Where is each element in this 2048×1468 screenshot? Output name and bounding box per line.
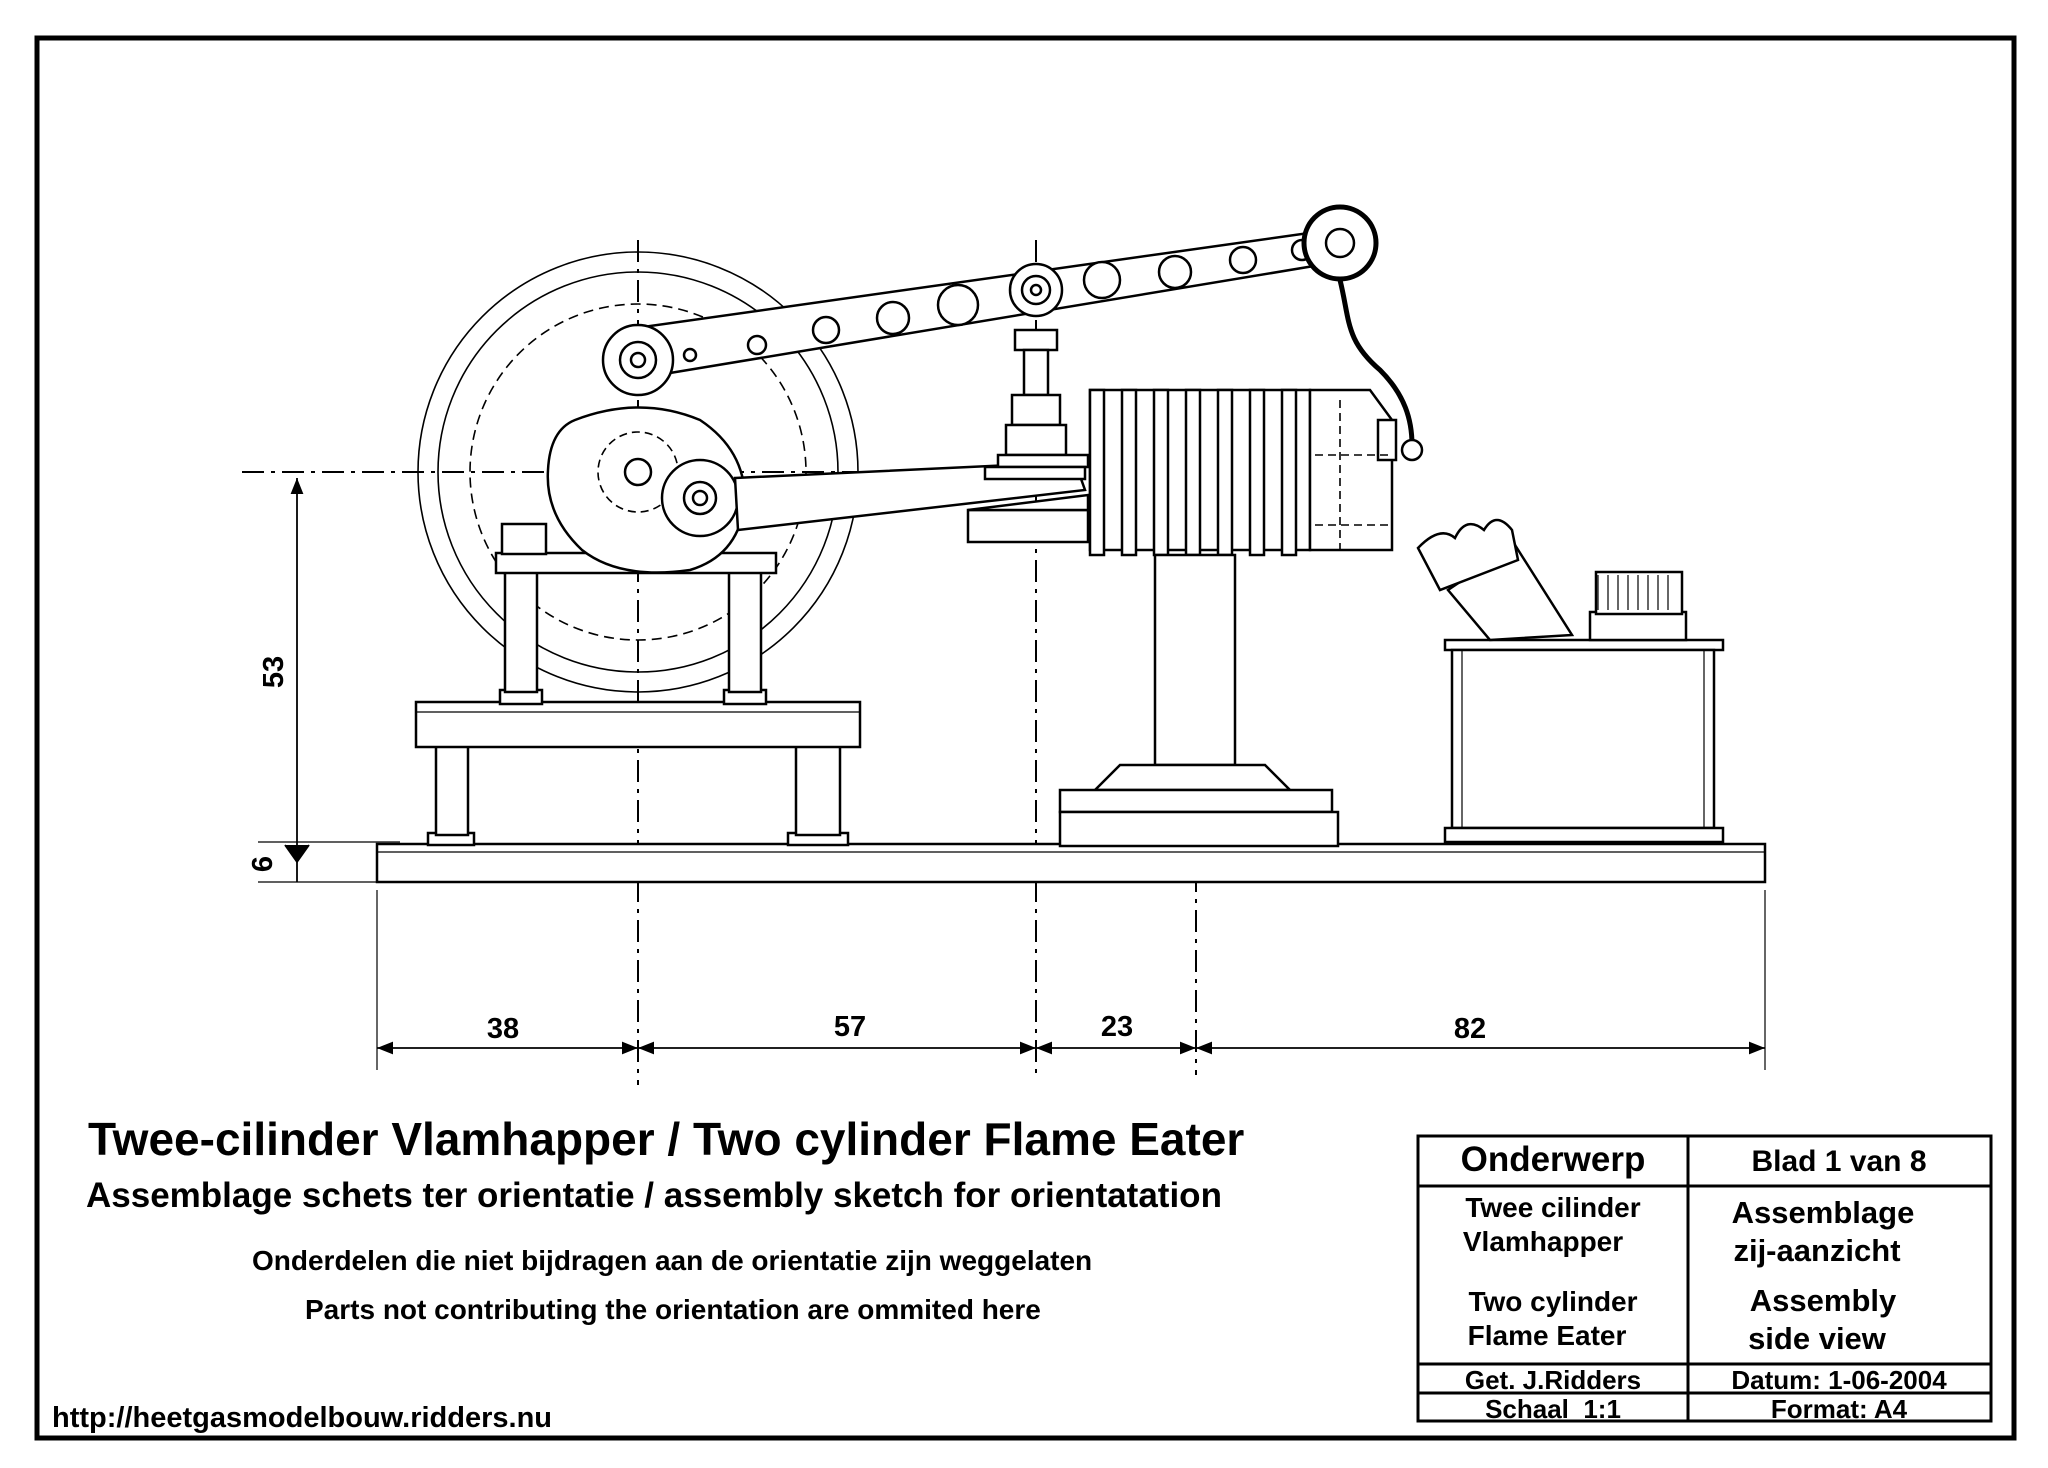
tb-drawn-by: Get. J.Ridders (1464, 1365, 1642, 1395)
drawing-title: Twee-cilinder Vlamhapper / Two cylinder … (88, 1113, 1245, 1165)
dim-height-main: 53 (258, 656, 290, 688)
tb-format: Format: A4 (1770, 1394, 1908, 1424)
sheet-border (34, 35, 2017, 1441)
walking-beam (601, 204, 1379, 397)
drawing-subtitle: Assemblage schets ter orientatie / assem… (86, 1176, 1222, 1215)
cylinder-stand (1058, 553, 1340, 848)
tb-date: Datum: 1-06-2004 (1731, 1365, 1947, 1395)
note-dutch: Onderdelen die niet bijdragen aan de ori… (252, 1245, 1093, 1276)
cylinder-fins (1088, 388, 1424, 557)
base-plate (375, 842, 1767, 884)
tb-view-en-2: side view (1748, 1321, 1886, 1356)
tb-view-en-1: Assembly (1749, 1283, 1897, 1318)
note-english: Parts not contributing the orientation a… (305, 1294, 1041, 1325)
dimension-lines (258, 478, 1766, 1070)
tb-name-nl-1: Twee cilinder (1465, 1192, 1641, 1223)
tb-name-en-2: Flame Eater (1467, 1320, 1627, 1351)
linkage (966, 328, 1090, 544)
burner (1416, 518, 1725, 844)
title-block (1416, 1134, 1993, 1423)
engine-platform (414, 700, 862, 847)
tb-subject-label: Onderwerp (1460, 1140, 1646, 1179)
crank-disc (546, 406, 747, 574)
push-rod (1337, 279, 1415, 446)
tb-sheet: Blad 1 van 8 (1751, 1145, 1927, 1178)
dim-height-base: 6 (247, 856, 279, 872)
tb-name-nl-2: Vlamhapper (1462, 1226, 1624, 1257)
tb-view-nl-1: Assemblage (1731, 1195, 1915, 1230)
tb-view-nl-2: zij-aanzicht (1733, 1233, 1901, 1268)
tb-name-en-1: Two cylinder (1468, 1286, 1638, 1317)
website-url: http://heetgasmodelbouw.ridders.nu (52, 1402, 552, 1434)
dim-width-4: 82 (1454, 1013, 1486, 1045)
dim-width-1: 38 (487, 1013, 519, 1045)
dim-width-2: 57 (834, 1011, 866, 1043)
dim-width-3: 23 (1101, 1011, 1133, 1043)
tb-scale: Schaal 1:1 (1485, 1394, 1621, 1424)
center-lines (242, 240, 1197, 1085)
